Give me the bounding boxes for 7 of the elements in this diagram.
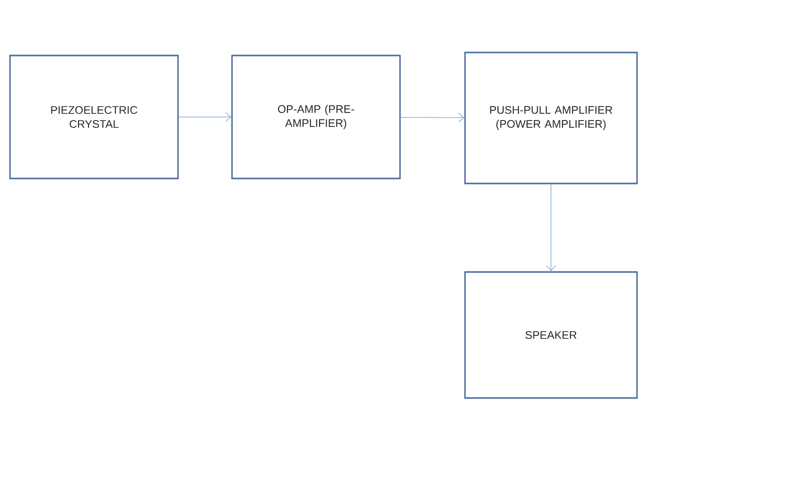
block-box: PIEZOELECTRIC CRYSTAL (9, 54, 179, 180)
arrow (546, 184, 556, 272)
block-box: PUSH-PULL AMPLIFIER (POWER AMPLIFIER) (464, 52, 638, 184)
arrow (400, 112, 464, 122)
block-box: SPEAKER (464, 271, 638, 399)
arrow (178, 112, 232, 122)
block-box: OP-AMP (PRE-AMPLIFIER) (231, 54, 401, 180)
